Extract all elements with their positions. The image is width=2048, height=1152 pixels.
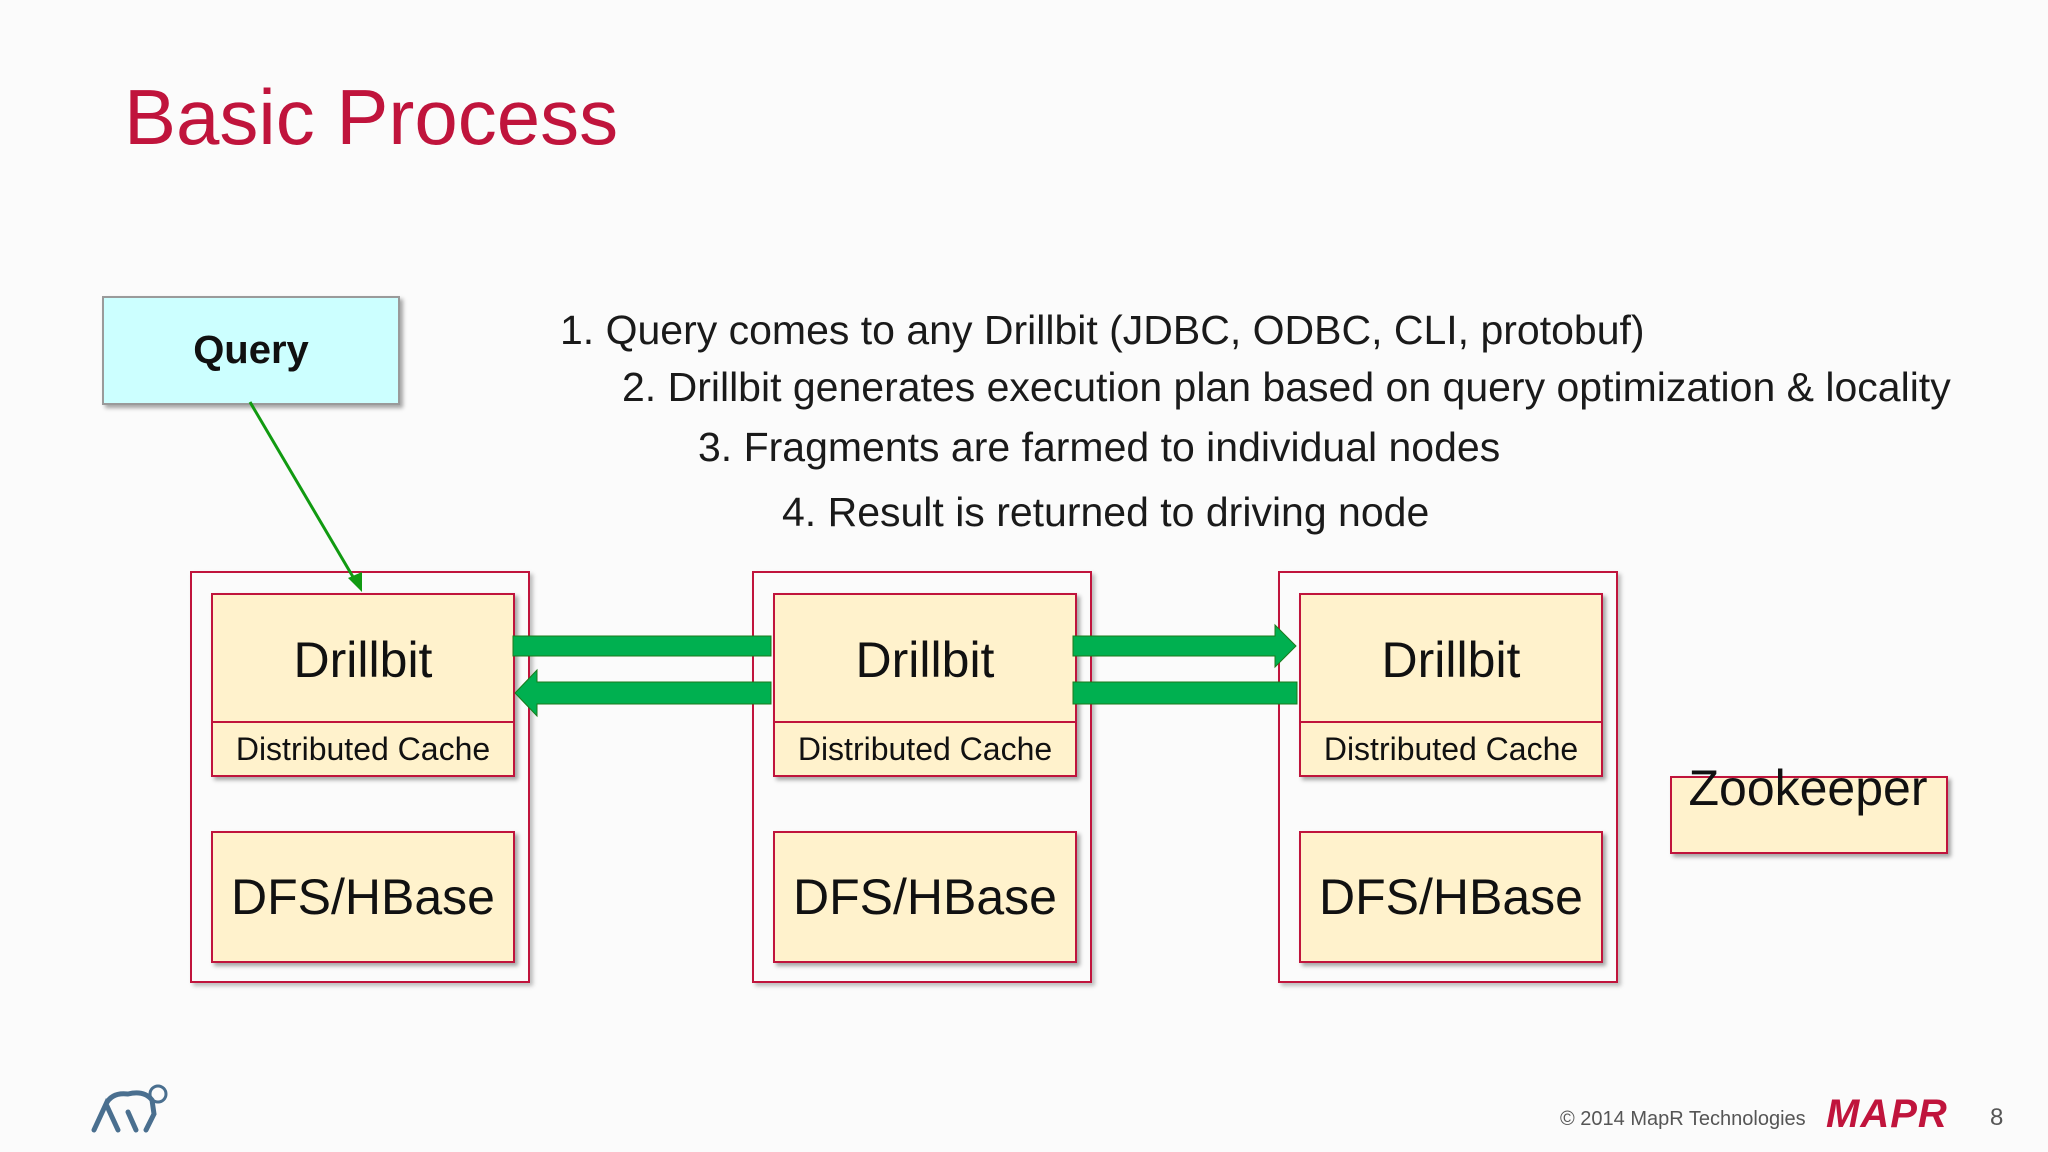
storage-label: DFS/HBase xyxy=(231,869,495,925)
query-box: Query xyxy=(102,296,400,405)
mapr-logo: MAPR xyxy=(1826,1092,1948,1136)
zookeeper-box xyxy=(1670,776,1948,854)
drillbit-label: Drillbit xyxy=(1381,632,1521,688)
drillbit-box: Drillbit Distributed Cache xyxy=(211,593,515,777)
slide-title: Basic Process xyxy=(124,73,619,161)
node-2: Drillbit Distributed Cache DFS/HBase xyxy=(752,571,1092,983)
query-arrow xyxy=(248,401,358,583)
storage-box: DFS/HBase xyxy=(211,831,515,963)
storage-box: DFS/HBase xyxy=(773,831,1077,963)
arrow-2-to-1 xyxy=(514,668,772,718)
query-arrowhead xyxy=(348,572,362,592)
step-1: 1. Query comes to any Drillbit (JDBC, OD… xyxy=(560,307,1645,353)
drillbit-divider xyxy=(1301,721,1601,723)
query-label: Query xyxy=(193,328,309,372)
drillbit-label: Drillbit xyxy=(855,632,995,688)
drillbit-box: Drillbit Distributed Cache xyxy=(773,593,1077,777)
drillbit-divider xyxy=(213,721,513,723)
distributed-cache-label: Distributed Cache xyxy=(235,731,491,767)
storage-label: DFS/HBase xyxy=(1319,869,1583,925)
drillbit-label: Drillbit xyxy=(293,632,433,688)
arrow-3-to-2 xyxy=(1072,681,1298,705)
distributed-cache-label: Distributed Cache xyxy=(797,731,1053,767)
distributed-cache-label: Distributed Cache xyxy=(1323,731,1579,767)
storage-label: DFS/HBase xyxy=(793,869,1057,925)
elephant-drill-logo-icon xyxy=(91,1084,168,1133)
arrow-1-to-2 xyxy=(512,635,772,657)
zookeeper-label: Zookeeper xyxy=(1688,760,1928,816)
drillbit-box: Drillbit Distributed Cache xyxy=(1299,593,1603,777)
node-1: Drillbit Distributed Cache DFS/HBase xyxy=(190,571,530,983)
storage-box: DFS/HBase xyxy=(1299,831,1603,963)
step-3: 3. Fragments are farmed to individual no… xyxy=(698,424,1501,470)
node-3: Drillbit Distributed Cache DFS/HBase xyxy=(1278,571,1618,983)
drillbit-divider xyxy=(775,721,1075,723)
page-number: 8 xyxy=(1990,1104,2004,1131)
step-4: 4. Result is returned to driving node xyxy=(782,489,1430,535)
copyright-text: © 2014 MapR Technologies xyxy=(1560,1108,1806,1130)
arrow-2-to-3 xyxy=(1072,623,1297,669)
step-2: 2. Drillbit generates execution plan bas… xyxy=(622,364,1951,410)
